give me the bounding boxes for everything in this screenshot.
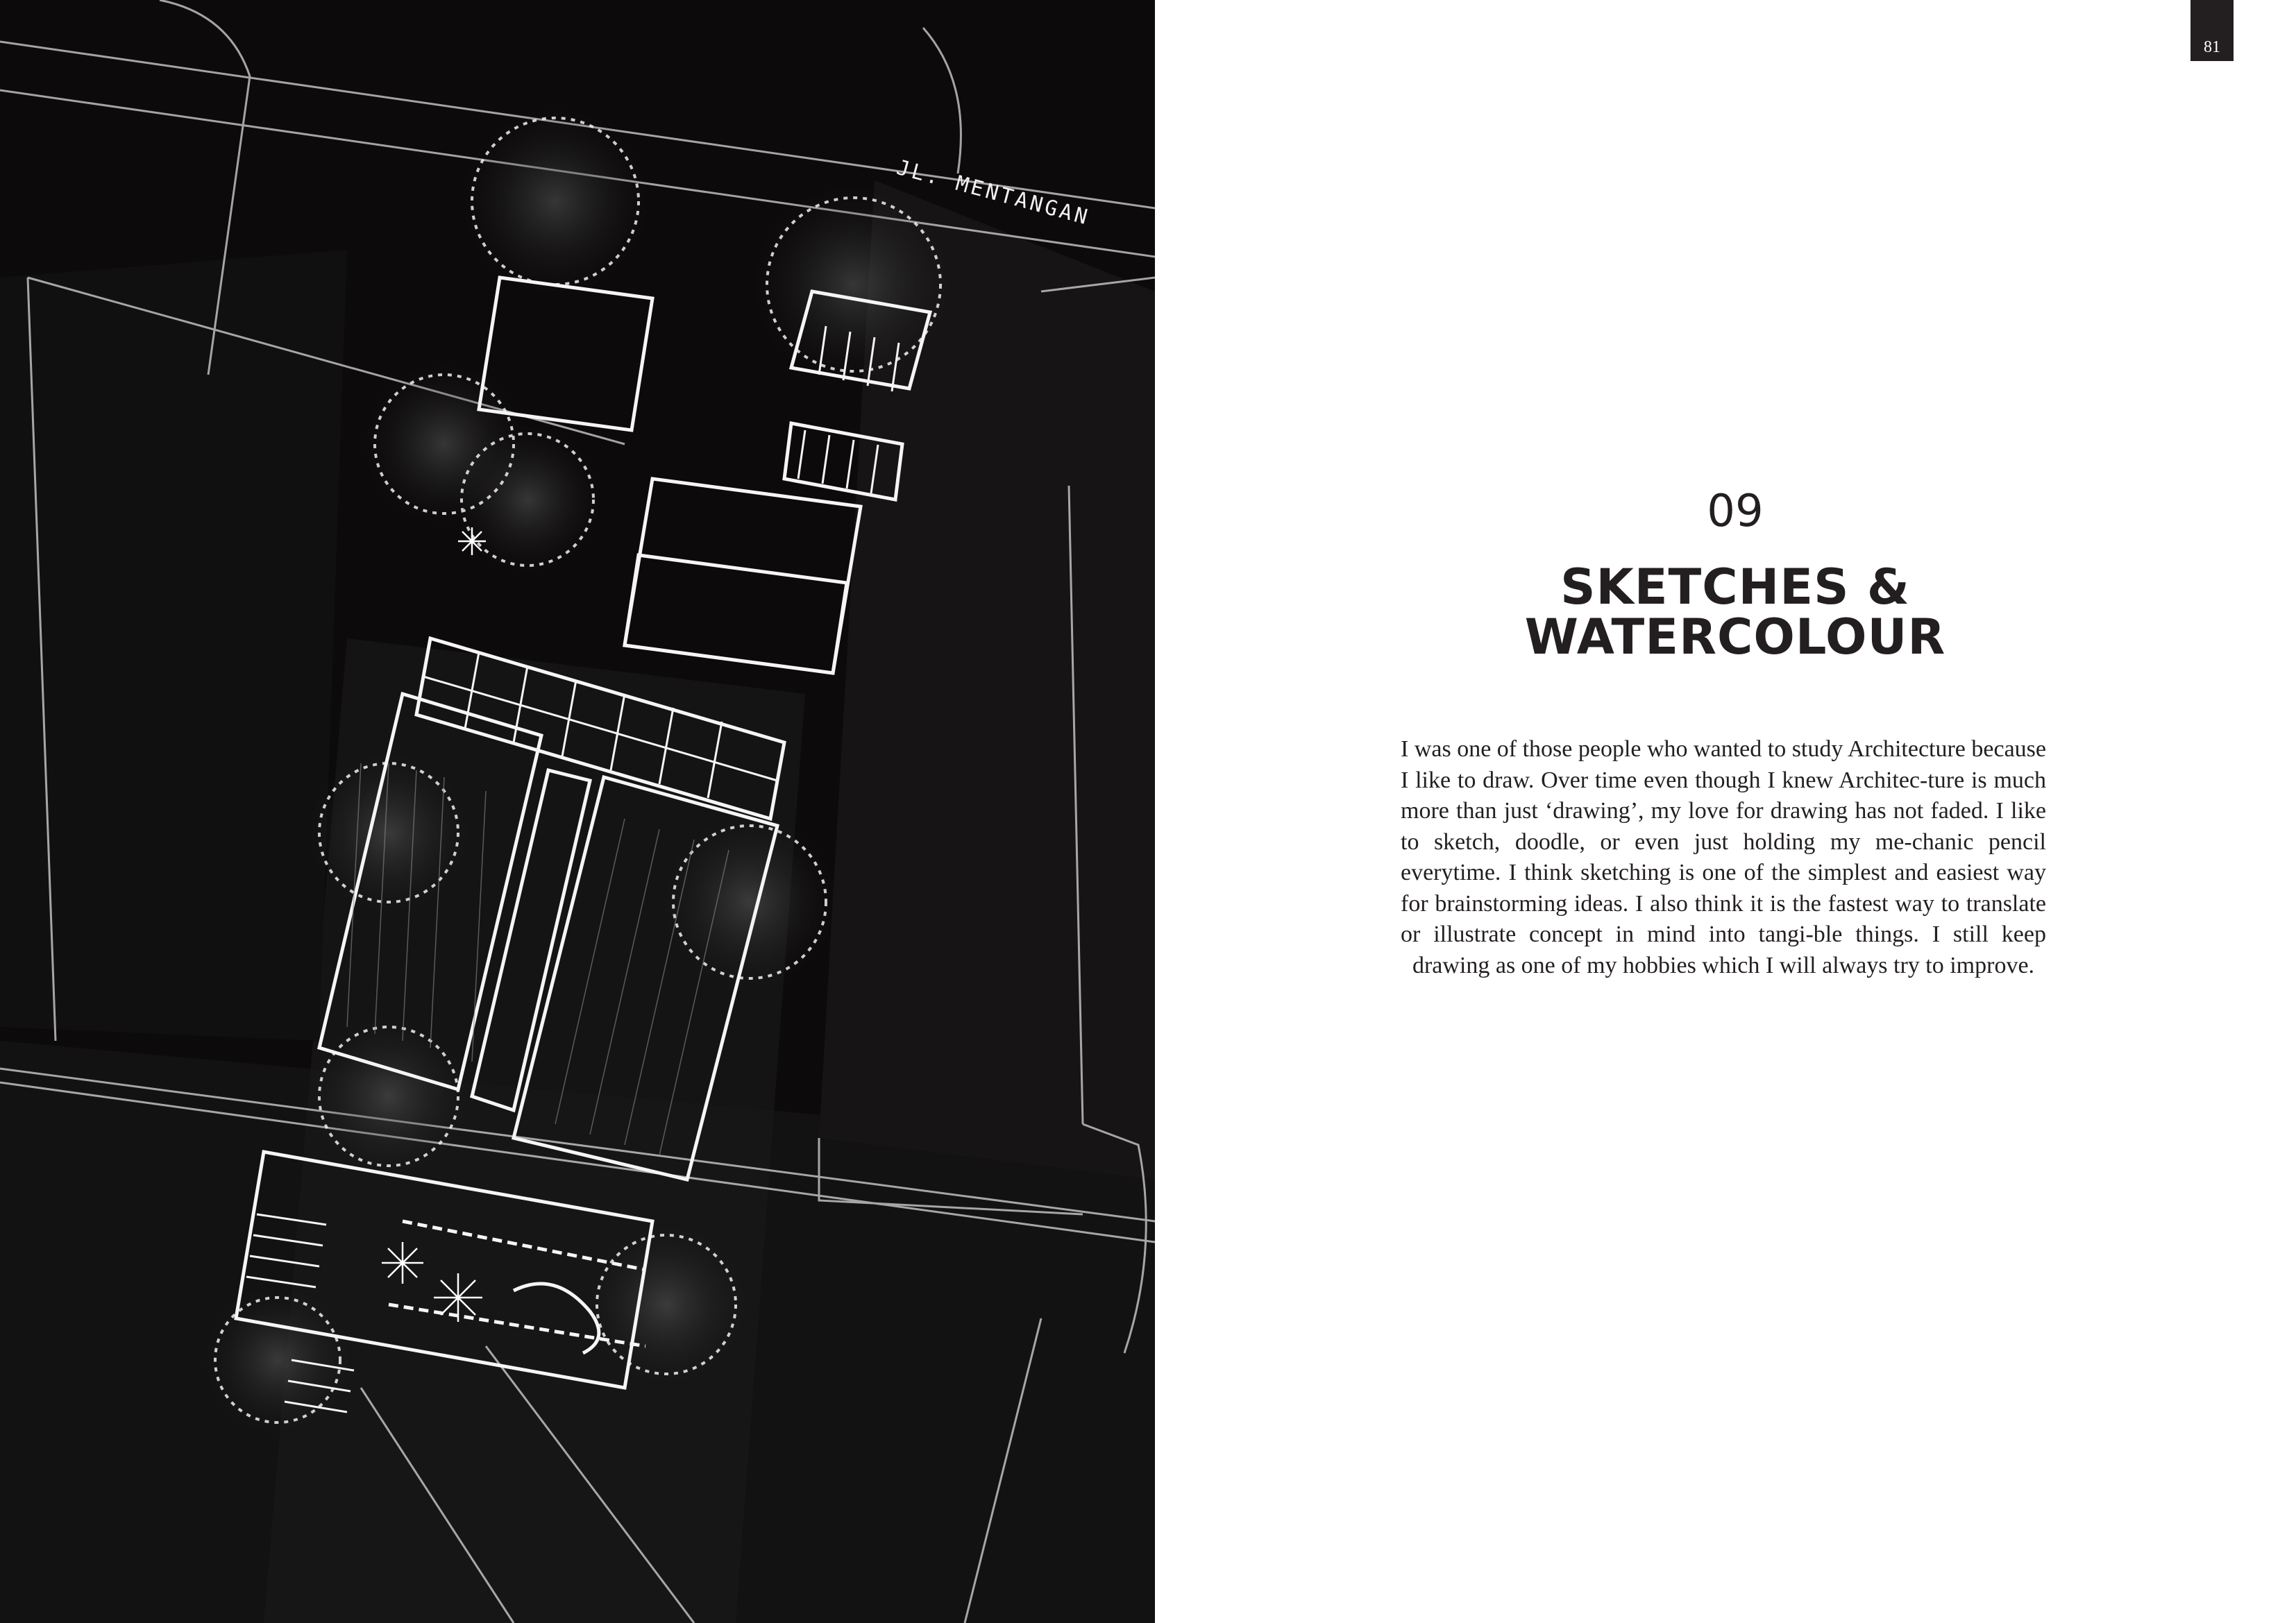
site-plan-sketch: JL. MENTANGAN — [0, 0, 1155, 1623]
page-number: 81 — [2204, 38, 2220, 56]
body-paragraph: I was one of those people who wanted to … — [1401, 736, 2046, 978]
section-title-line-2: WATERCOLOUR — [1524, 609, 1946, 665]
section-title-line-1: SKETCHES & — [1560, 559, 1910, 615]
section-number: 09 — [1707, 486, 1764, 537]
section-title: SKETCHES & WATERCOLOUR — [1423, 562, 2048, 662]
text-page — [1155, 0, 2296, 1623]
page-number-tab: 81 — [2191, 0, 2234, 61]
site-plan-drawing: JL. MENTANGAN — [0, 0, 1155, 1623]
